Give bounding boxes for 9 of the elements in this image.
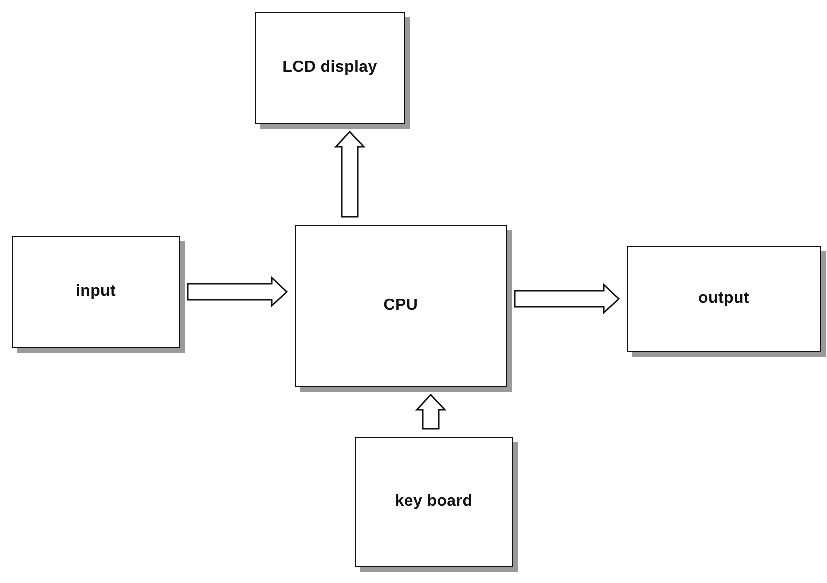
block-arrow (187, 276, 288, 308)
box-label: input (76, 283, 116, 301)
box-label: key board (395, 493, 473, 511)
box-label: output (698, 290, 750, 308)
box-label: CPU (384, 297, 418, 315)
block-arrow (514, 283, 620, 315)
box-label: LCD display (282, 59, 378, 77)
block-arrow (415, 394, 447, 430)
block-arrow (334, 130, 366, 218)
